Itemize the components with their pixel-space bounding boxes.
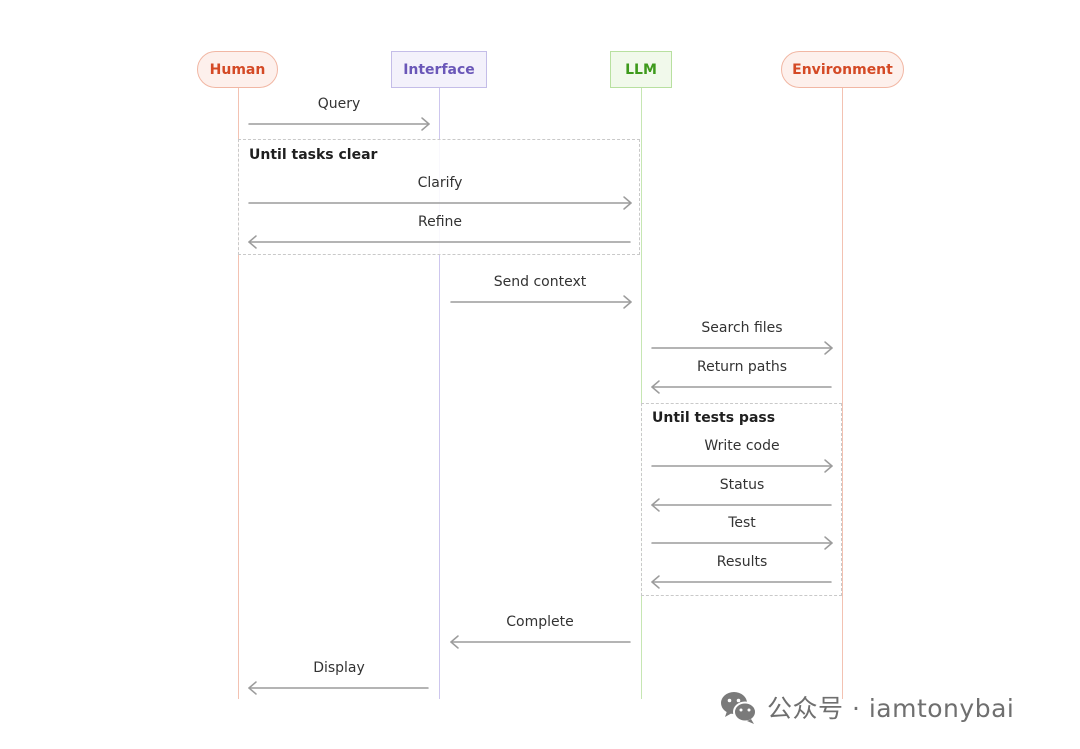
test-arrow <box>651 536 833 550</box>
msg-test: Test <box>728 515 756 531</box>
refine-arrow <box>248 235 631 249</box>
msg-results: Results <box>716 554 768 570</box>
msg-query: Query <box>317 96 361 112</box>
search-files-arrow <box>651 341 833 355</box>
msg-send-context: Send context <box>493 274 587 290</box>
actor-human: Human <box>197 51 278 88</box>
loop-until-tests-pass <box>641 403 842 596</box>
environment-lifeline <box>842 88 843 699</box>
wechat-icon <box>721 692 757 724</box>
clarify-arrow <box>248 196 632 210</box>
actor-interface: Interface <box>391 51 487 88</box>
actor-environment: Environment <box>781 51 904 88</box>
human-lifeline <box>238 88 239 699</box>
loop-until-tasks-clear <box>238 139 640 255</box>
msg-write-code: Write code <box>704 438 780 454</box>
status-arrow <box>651 498 832 512</box>
msg-refine: Refine <box>417 214 463 230</box>
send-context-arrow <box>450 295 632 309</box>
return-paths-arrow <box>651 380 832 394</box>
actor-llm: LLM <box>610 51 672 88</box>
query-arrow <box>248 117 430 131</box>
msg-return-paths: Return paths <box>696 359 788 375</box>
msg-search-files: Search files <box>701 320 783 336</box>
watermark-text: 公众号 · iamtonybai <box>767 694 1015 723</box>
interface-lifeline <box>439 88 440 699</box>
loop-title-tasks: Until tasks clear <box>249 147 378 163</box>
results-arrow <box>651 575 832 589</box>
msg-status: Status <box>719 477 765 493</box>
msg-display: Display <box>313 660 365 676</box>
watermark: 公众号 · iamtonybai <box>719 688 1014 726</box>
msg-complete: Complete <box>506 614 574 630</box>
llm-lifeline <box>641 88 642 699</box>
display-arrow <box>248 681 429 695</box>
complete-arrow <box>450 635 631 649</box>
msg-clarify: Clarify <box>417 175 463 191</box>
write-code-arrow <box>651 459 833 473</box>
loop-title-tests: Until tests pass <box>652 410 776 426</box>
